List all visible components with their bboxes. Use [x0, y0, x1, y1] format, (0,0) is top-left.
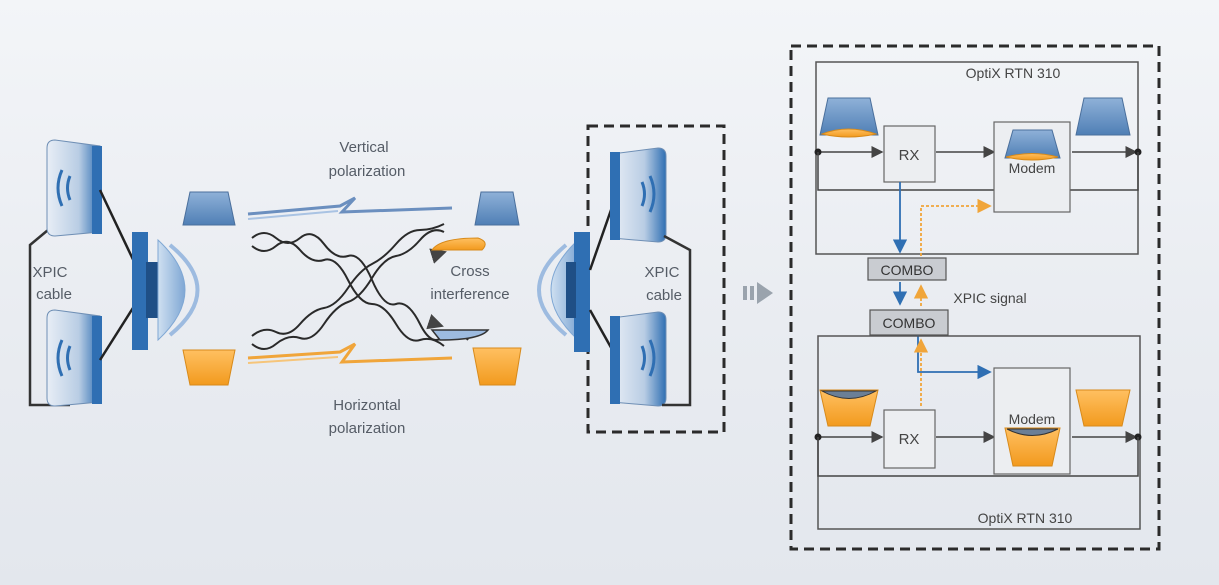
right-xpic-cable-label-line1: XPIC — [644, 264, 679, 281]
top-modem-label: Modem — [1009, 160, 1056, 176]
bottom-modem-label: Modem — [1009, 411, 1056, 427]
top-unit-blue-out-icon — [1075, 97, 1131, 136]
top-rx-label: RX — [899, 147, 920, 164]
left-dish-antenna-icon — [132, 232, 200, 350]
right-vertical-polarization-icon — [474, 191, 520, 226]
top-unit-label: OptiX RTN 310 — [966, 65, 1061, 81]
right-site-dashed-frame — [586, 124, 726, 434]
horizontal-polarization-label-line1: Horizontal — [333, 397, 401, 414]
left-upper-odu-icon — [46, 139, 102, 237]
vertical-signal-bolt-icon — [247, 196, 453, 220]
right-dish-antenna-icon — [537, 232, 590, 352]
left-lower-odu-icon — [46, 309, 102, 407]
bottom-rx-label: RX — [899, 431, 920, 448]
interference-chip-orange-icon — [431, 237, 486, 251]
bottom-unit-orange-in-icon — [819, 389, 879, 427]
vertical-polarization-label-line2: polarization — [329, 163, 406, 180]
vertical-polarization-label-line1: Vertical — [339, 139, 388, 156]
right-lower-odu-icon — [610, 311, 667, 407]
cross-interference-waves — [251, 223, 469, 350]
cross-interference-label-line2: interference — [430, 286, 509, 303]
left-xpic-cable-label-line2: cable — [36, 286, 72, 303]
equipment-dashed-frame — [789, 44, 1161, 551]
top-combo-block — [867, 257, 947, 281]
bottom-unit-box — [817, 335, 1141, 530]
bottom-unit-orange-out-icon — [1075, 389, 1131, 427]
right-xpic-cable-label-line2: cable — [646, 287, 682, 304]
equipment-detail: OptiX RTN 310 RX Modem COMBO COMBO XPIC … — [789, 44, 1161, 551]
top-unit-blue-in-icon — [819, 97, 879, 136]
left-vertical-polarization-icon — [182, 191, 236, 226]
xpic-signal-label: XPIC signal — [953, 290, 1026, 306]
interference-chip-blue-icon — [430, 329, 490, 341]
left-xpic-cable-label-line1: XPIC — [32, 264, 67, 281]
left-horizontal-polarization-icon — [182, 349, 236, 386]
top-unit-box — [815, 61, 1139, 255]
left-antenna-site — [28, 139, 200, 407]
right-horizontal-polarization-icon — [472, 347, 522, 386]
bottom-combo-block — [869, 309, 949, 336]
top-combo-label: COMBO — [881, 262, 934, 278]
cross-interference-label-line1: Cross — [450, 263, 489, 280]
double-right-arrow-icon — [743, 282, 773, 304]
bottom-combo-label: COMBO — [883, 315, 936, 331]
right-antenna-site — [537, 124, 726, 434]
right-xpic-cable — [662, 234, 692, 407]
horizontal-signal-bolt-icon — [247, 342, 453, 364]
bottom-unit-label: OptiX RTN 310 — [978, 510, 1073, 526]
top-rx-block — [883, 125, 936, 183]
bottom-rx-block — [883, 409, 936, 469]
right-upper-odu-icon — [610, 147, 667, 243]
horizontal-polarization-label-line2: polarization — [329, 420, 406, 437]
